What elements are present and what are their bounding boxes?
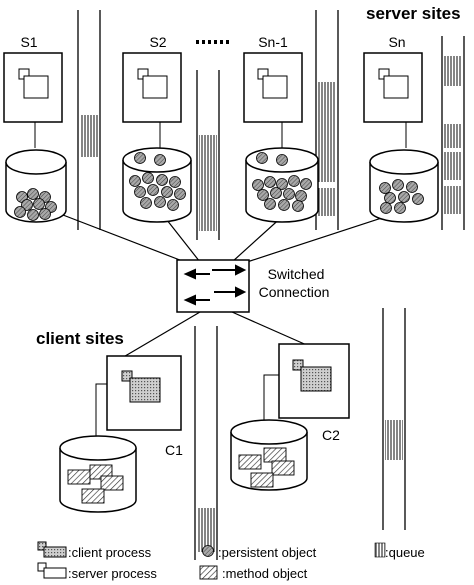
- queue-sn: [441, 36, 465, 230]
- client-site-c1[interactable]: C1: [95, 355, 183, 458]
- switched-connection[interactable]: Switched Connection: [176, 259, 330, 313]
- legend-client-process-label: :client process: [68, 545, 152, 560]
- server-database-s2: [122, 147, 192, 223]
- queue-c2: [382, 308, 406, 530]
- server-site-sn[interactable]: Sn: [363, 34, 423, 148]
- dotted-separator-icon: [196, 40, 229, 44]
- legend-persistent-object-label: :persistent object: [218, 545, 317, 560]
- client-label: C1: [165, 442, 183, 458]
- server-database-sn: [369, 149, 439, 223]
- legend-method-object-label: :method object: [222, 566, 308, 581]
- server-database-sn-1: [245, 147, 319, 223]
- legend-server-process-label: :server process: [68, 566, 157, 581]
- client-site-c2[interactable]: C2: [263, 343, 350, 443]
- server-label: S1: [20, 34, 37, 50]
- switch-label-line2: Connection: [259, 284, 330, 300]
- server-site-s2[interactable]: S2: [122, 34, 182, 148]
- queue-icon: [374, 542, 386, 558]
- legend: :client process :server process :persist…: [37, 541, 425, 581]
- client-database-c1: [59, 435, 137, 513]
- client-database-c2: [230, 419, 308, 491]
- queue-c1: [194, 326, 218, 560]
- persistent-object-icon: [202, 545, 214, 557]
- server-label: Sn-1: [258, 34, 288, 50]
- legend-method-object: :method object: [199, 565, 308, 581]
- legend-queue: :queue: [374, 542, 425, 560]
- bidirectional-arrows-icon: [183, 264, 247, 306]
- method-object-icon: [199, 565, 218, 580]
- client-sites-heading: client sites: [36, 329, 124, 348]
- legend-server-process: :server process: [37, 562, 157, 581]
- legend-queue-label: :queue: [385, 545, 425, 560]
- server-site-sn-1[interactable]: Sn-1: [243, 34, 303, 148]
- legend-client-process: :client process: [37, 541, 152, 560]
- server-database-s1: [5, 149, 67, 223]
- queue-s2: [196, 70, 220, 240]
- switch-label-line1: Switched: [268, 266, 325, 282]
- server-sites-heading: server sites: [366, 4, 461, 23]
- legend-persistent-object: :persistent object: [202, 545, 317, 560]
- client-label: C2: [322, 427, 340, 443]
- server-label: Sn: [388, 34, 405, 50]
- server-label: S2: [149, 34, 166, 50]
- server-site-s1[interactable]: S1: [3, 34, 63, 148]
- queue-s1: [77, 10, 101, 230]
- queue-sn-1: [315, 10, 339, 230]
